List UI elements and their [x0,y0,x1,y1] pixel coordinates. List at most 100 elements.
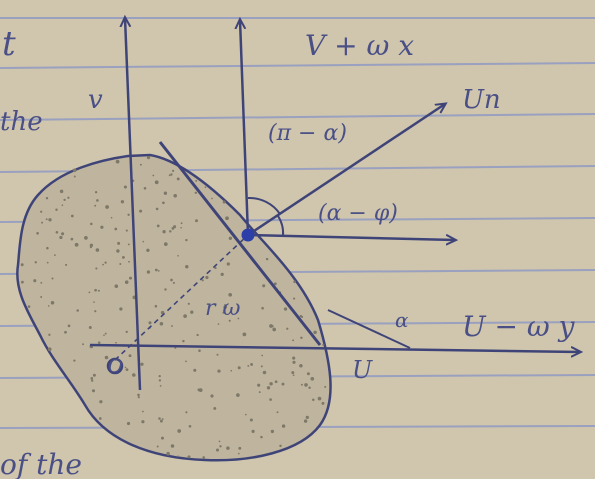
ruled-line [0,62,595,69]
texture-dot [48,218,52,222]
radius-r-line [114,234,249,361]
texture-dot [171,169,175,173]
texture-dot [59,235,63,240]
texture-dot [266,386,271,390]
texture-dot [117,241,121,245]
texture-dot [228,319,231,322]
texture-dot [125,229,128,232]
texture-dot [94,191,98,194]
texture-dot [90,222,93,226]
contact-point [241,228,255,242]
texture-dot [247,364,250,367]
texture-dot [305,415,309,420]
texture-dot [125,330,128,334]
texture-dot [127,213,130,216]
texture-dot [303,419,308,423]
texture-dot [310,376,315,381]
margin-text-top: t [2,24,16,64]
texture-dot [116,249,120,253]
texture-dot [214,266,217,270]
texture-dot [95,248,100,252]
texture-dot [166,451,170,456]
texture-dot [273,282,277,286]
texture-dot [262,284,266,288]
texture-dot [84,236,88,240]
texture-dot [41,221,44,224]
texture-dot [317,396,322,401]
texture-dot [230,369,233,372]
texture-dot [244,413,247,416]
texture-dot [154,268,158,272]
texture-dot [156,224,160,228]
texture-dot [261,306,264,310]
texture-dot [103,334,105,337]
texture-dot [82,343,85,346]
texture-dot [143,186,147,190]
texture-dot [91,379,94,382]
texture-dot [72,168,77,173]
texture-dot [128,260,130,263]
texture-dot [228,292,233,297]
texture-dot [139,209,143,213]
texture-dot [61,204,64,206]
texture-dot [262,370,267,375]
texture-dot [45,218,48,221]
texture-dot [74,242,79,247]
texture-dot [173,194,177,198]
texture-dot [70,214,74,218]
texture-dot [55,230,59,234]
texture-dot [171,325,173,327]
texture-dot [51,277,54,280]
label-alpha-minus-phi: (α − φ) [318,201,398,226]
texture-dot [301,315,304,319]
texture-dot [21,280,24,284]
texture-dot [105,205,109,209]
angle-arc-pi-minus-alpha [247,196,281,215]
texture-dot [152,174,155,177]
texture-dot [139,163,142,166]
texture-dot [300,383,303,386]
texture-dot [194,191,198,195]
texture-dot [225,216,229,221]
texture-dot [304,383,308,387]
texture-dot [217,323,220,325]
texture-dot [128,354,132,358]
texture-dot [321,401,325,405]
texture-dot [76,309,79,312]
texture-dot [222,311,225,314]
texture-dot [218,440,221,443]
texture-dot [119,262,122,266]
texture-dot [177,455,179,458]
texture-dot [114,227,118,231]
label-v-plus-omega-x: V + ω x [305,29,414,62]
texture-dot [237,452,240,455]
texture-dot [226,262,230,266]
texture-dot [185,411,188,414]
texture-dot [228,236,233,240]
texture-dot [272,327,277,332]
angle-arc-alpha-minus-phi [277,215,285,237]
texture-dot [146,248,150,252]
texture-dot [292,339,295,342]
texture-dot [89,245,93,249]
texture-dot [48,333,51,336]
texture-dot [123,185,127,189]
texture-dot [96,199,99,202]
texture-dot [102,263,104,266]
texture-dot [195,219,198,223]
texture-dot [126,421,131,426]
texture-dot [20,263,24,267]
texture-dot [170,444,175,448]
texture-dot [55,208,58,211]
texture-dot [94,288,97,292]
margin-text-mid: the [0,107,43,137]
texture-dot [170,278,173,282]
texture-dot [47,347,52,352]
texture-dot [283,307,288,311]
texture-dot [141,420,145,424]
texture-dot [250,362,254,366]
texture-dot [159,322,164,326]
texture-dot [196,333,199,337]
margin-text-bottom: of the [0,448,82,479]
